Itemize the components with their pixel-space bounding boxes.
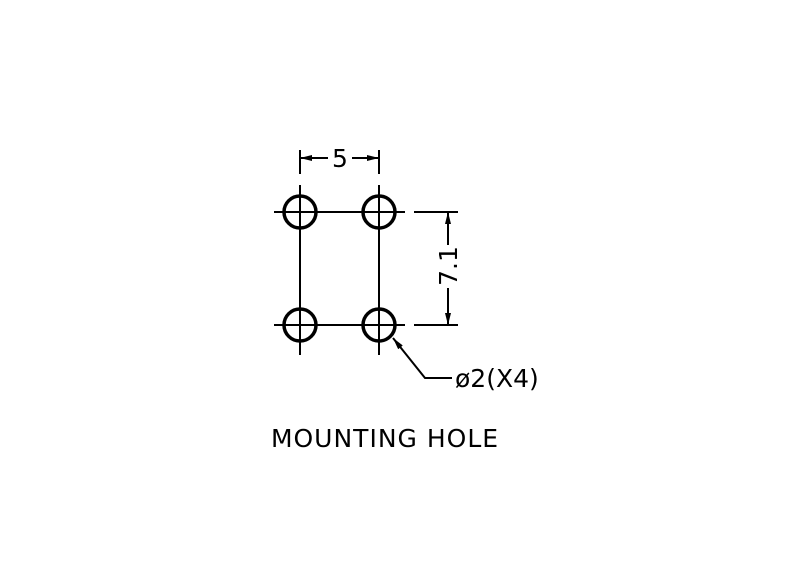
horizontal-dimension-lines (299, 150, 380, 174)
vertical-dimension-lines (414, 211, 458, 326)
hole-leader (392, 337, 452, 379)
hole-callout: ø2(X4) (455, 364, 539, 393)
hole-bottom-left (282, 307, 318, 343)
horizontal-dimension-label: 5 (332, 144, 348, 173)
hole-top-right (361, 194, 397, 230)
hole-top-left (282, 194, 318, 230)
hole-bottom-right (361, 307, 397, 343)
drawing-title: MOUNTING HOLE (271, 424, 499, 453)
vertical-dimension-label: 7.1 (434, 246, 463, 286)
center-lines (274, 185, 405, 355)
